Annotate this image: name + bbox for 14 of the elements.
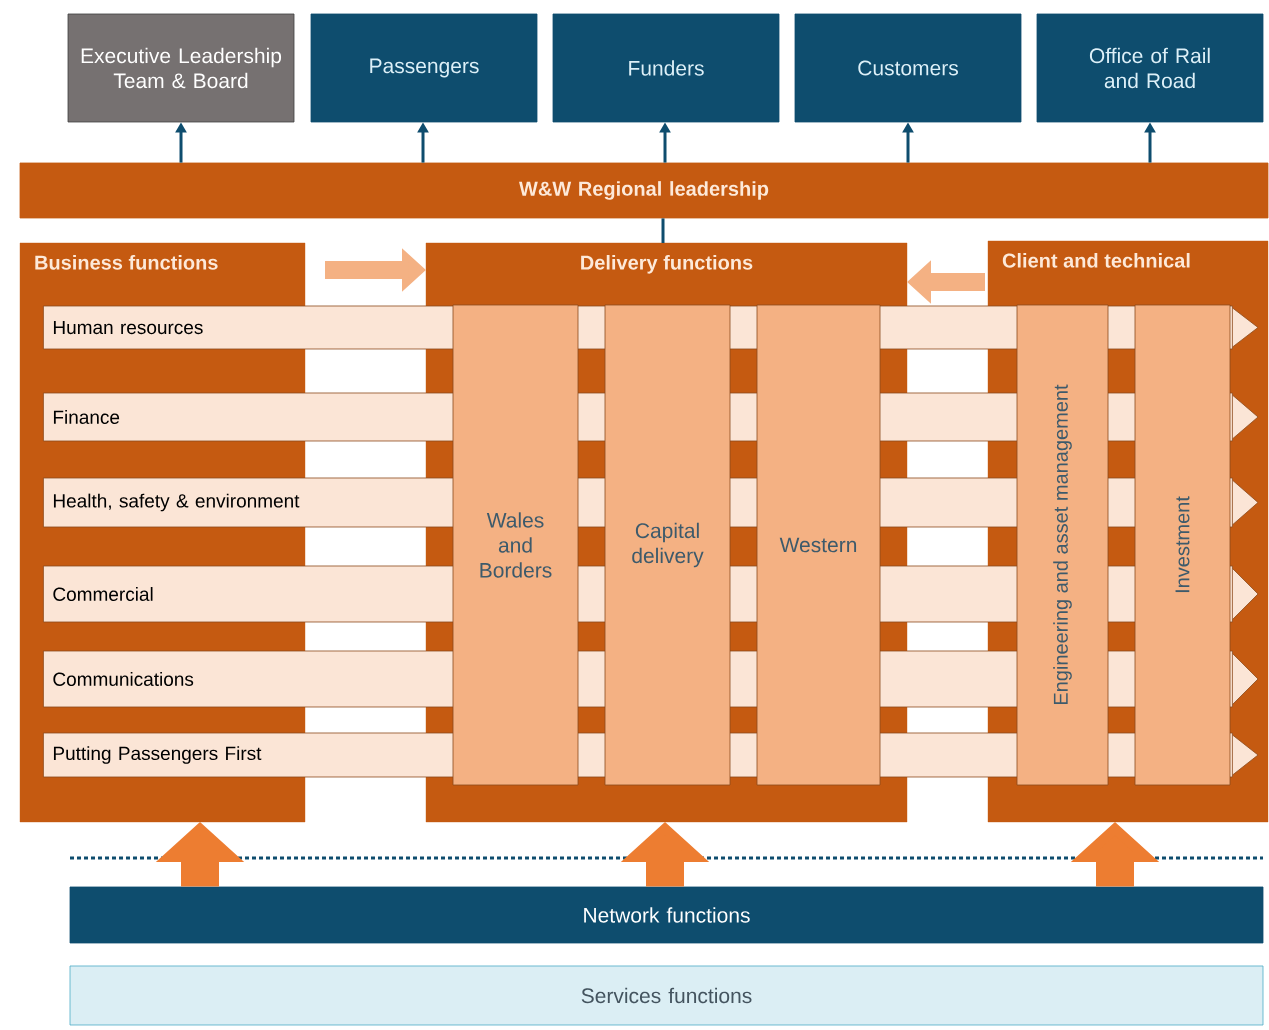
services-band: Services functions bbox=[69, 965, 1264, 1026]
client-column: Investment bbox=[1134, 304, 1231, 786]
stakeholder-box: Office of Rail and Road bbox=[1036, 13, 1264, 123]
stakeholder-box: Funders bbox=[552, 13, 780, 123]
stakeholder-box: Customers bbox=[794, 13, 1022, 123]
network-band: Network functions bbox=[69, 886, 1264, 944]
stakeholder-box: Executive Leadership Team & Board bbox=[67, 13, 295, 123]
leadership-band: W&W Regional leadership bbox=[19, 162, 1269, 219]
delivery-column: Wales and Borders bbox=[452, 304, 579, 786]
connector-line bbox=[661, 218, 665, 243]
client-column: Engineering and asset management bbox=[1016, 304, 1109, 786]
stakeholder-box: Passengers bbox=[310, 13, 538, 123]
delivery-column: Western bbox=[756, 304, 881, 786]
delivery-column: Capital delivery bbox=[604, 304, 731, 786]
